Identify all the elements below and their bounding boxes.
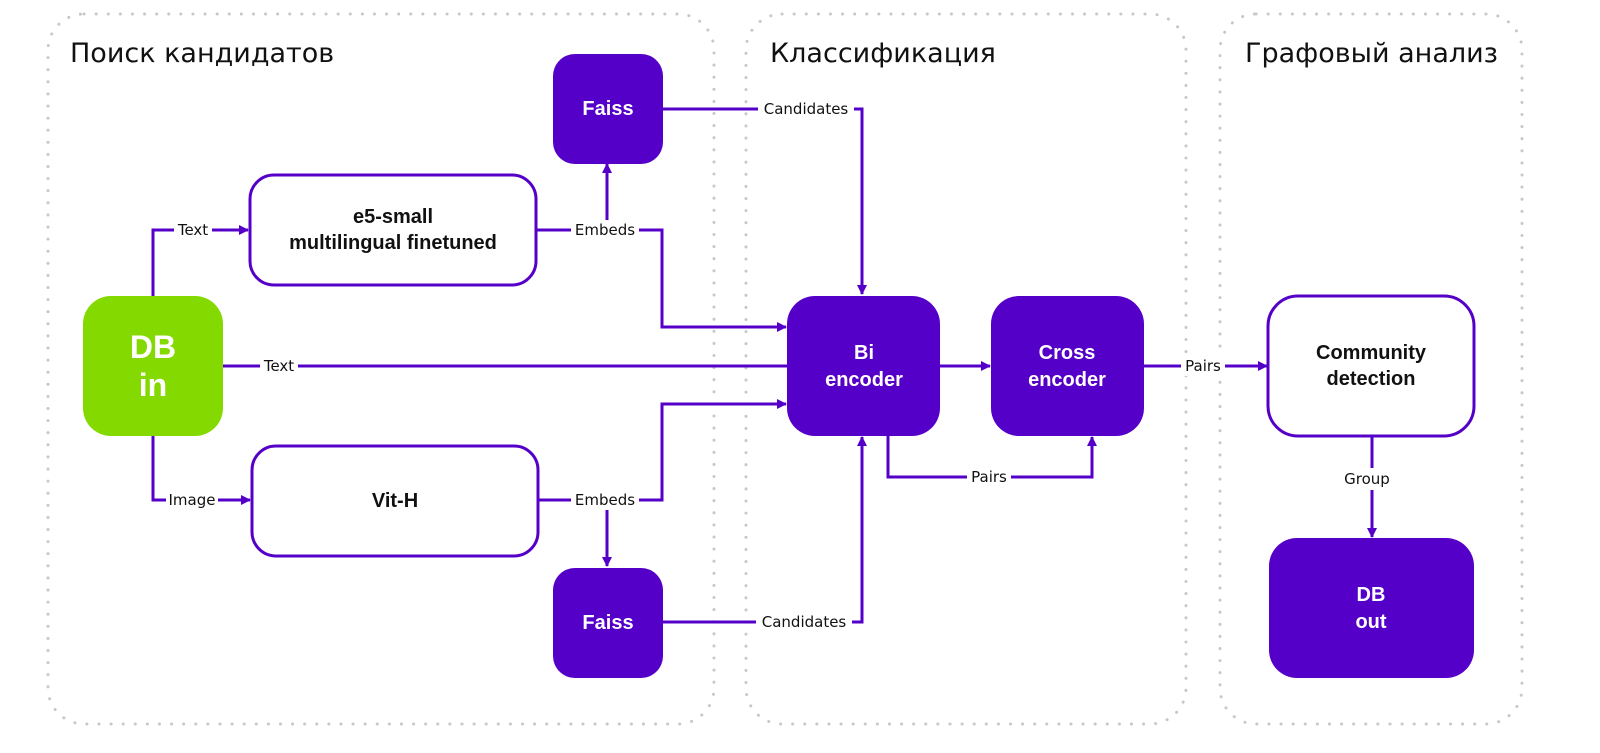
edge-label-group: Group bbox=[1344, 470, 1390, 488]
edge-vit-bi bbox=[538, 399, 787, 502]
node-label: detection bbox=[1327, 368, 1416, 390]
panel-candidate-search: Поиск кандидатов bbox=[46, 12, 716, 726]
edge-faissbot-bi bbox=[662, 436, 867, 624]
node-cross-encoder[interactable]: Cross encoder bbox=[991, 296, 1144, 436]
node-db-in[interactable]: DB in bbox=[83, 296, 223, 436]
edge-label-text: Text bbox=[177, 221, 208, 239]
edge-label-pairs: Pairs bbox=[971, 468, 1007, 486]
edge-label-candidates: Candidates bbox=[764, 100, 849, 118]
panel-border bbox=[46, 12, 716, 726]
node-community-detection[interactable]: Community detection bbox=[1266, 294, 1476, 438]
edge-faisstop-bi bbox=[662, 107, 867, 295]
edge-label-candidates: Candidates bbox=[762, 613, 847, 631]
edge-label-pairs: Pairs bbox=[1185, 357, 1221, 375]
panel-title: Классификация bbox=[770, 38, 996, 69]
node-label: encoder bbox=[1028, 369, 1106, 391]
node-db-out[interactable]: DB out bbox=[1269, 538, 1474, 678]
node-label: out bbox=[1355, 611, 1386, 633]
node-vit-h[interactable]: Vit-H bbox=[250, 444, 540, 558]
node-label: Faiss bbox=[582, 612, 633, 634]
edge-e5-bi bbox=[536, 228, 787, 332]
node-label: Cross bbox=[1039, 342, 1096, 364]
node-label: multilingual finetuned bbox=[289, 232, 497, 254]
panel-border bbox=[744, 12, 1188, 726]
panel-title: Графовый анализ bbox=[1245, 38, 1498, 69]
node-faiss-top[interactable]: Faiss bbox=[553, 54, 663, 164]
node-label: in bbox=[139, 367, 167, 403]
node-label: DB bbox=[1357, 584, 1386, 606]
edge-label-embeds: Embeds bbox=[575, 221, 635, 239]
node-label: encoder bbox=[825, 369, 903, 391]
node-label: Vit-H bbox=[372, 490, 418, 512]
panel-classification: Классификация bbox=[744, 12, 1188, 726]
edge-label-embeds: Embeds bbox=[575, 491, 635, 509]
node-faiss-bottom[interactable]: Faiss bbox=[553, 568, 663, 678]
edge-label-image: Image bbox=[169, 491, 216, 509]
node-bi-encoder[interactable]: Bi encoder bbox=[787, 296, 940, 436]
node-label: e5-small bbox=[353, 206, 433, 228]
node-e5-small[interactable]: e5-small multilingual finetuned bbox=[248, 173, 538, 287]
node-label: DB bbox=[130, 329, 176, 365]
node-label: Bi bbox=[854, 342, 874, 364]
node-label: Community bbox=[1316, 342, 1427, 364]
node-label: Faiss bbox=[582, 98, 633, 120]
edge-label-group: Text Text Image Embeds Embeds Candidates… bbox=[166, 99, 1394, 632]
edge-label-text: Text bbox=[263, 357, 294, 375]
panel-title: Поиск кандидатов bbox=[70, 38, 334, 69]
edge-dbin-e5 bbox=[151, 225, 249, 296]
